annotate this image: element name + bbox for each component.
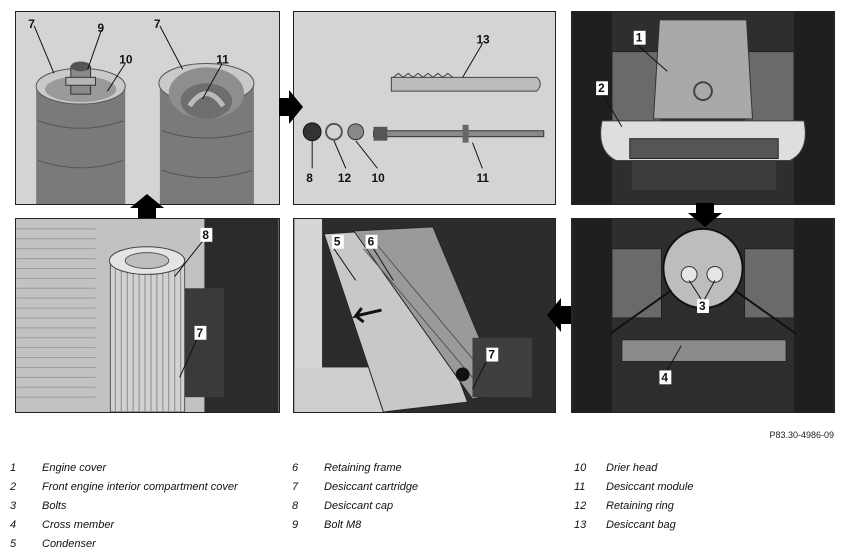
callout-7b: 7: [154, 17, 161, 31]
condenser-frame-illustration: 5 6 7: [294, 219, 555, 412]
cartridge-ends-illustration: 7 9 10 7 11: [16, 12, 279, 204]
panel-exploded-parts: 13 8 12 10 11: [293, 11, 556, 205]
callout-11: 11: [216, 52, 229, 66]
callout-5: 5: [334, 235, 341, 249]
panel-bolts-crossmember: 3 4: [571, 218, 835, 413]
callout-6: 6: [368, 235, 375, 249]
callout-3: 3: [699, 299, 706, 313]
arrow-up-icon: [130, 194, 164, 218]
callout-8: 8: [306, 171, 313, 185]
callout-10b: 10: [372, 171, 386, 185]
exploded-parts-illustration: 13 8 12 10 11: [294, 12, 555, 204]
bolts-crossmember-illustration: 3 4: [572, 219, 834, 412]
arrow-down-icon: [688, 203, 722, 227]
callout-2: 2: [598, 81, 605, 95]
callout-11b: 11: [476, 171, 489, 185]
callout-13: 13: [476, 33, 490, 47]
callout-9: 9: [98, 21, 105, 35]
panel-condenser-closeup: 8 7: [15, 218, 280, 413]
figure-reference: P83.30-4986-09: [769, 430, 834, 440]
callout-1: 1: [636, 31, 643, 45]
callout-7c: 7: [196, 326, 203, 340]
callout-7d: 7: [488, 348, 495, 362]
condenser-closeup-illustration: 8 7: [16, 219, 279, 412]
callout-4: 4: [661, 370, 668, 384]
panel-condenser-frame: 5 6 7: [293, 218, 556, 413]
callout-8b: 8: [202, 228, 209, 242]
callout-10: 10: [119, 52, 133, 66]
engine-covers-illustration: 1 2: [572, 12, 834, 204]
callout-12: 12: [338, 171, 352, 185]
callout-7a: 7: [28, 17, 35, 31]
panel-cartridge-ends: 7 9 10 7 11: [15, 11, 280, 205]
arrow-left-icon: [547, 298, 571, 332]
panel-engine-covers: 1 2: [571, 11, 835, 205]
arrow-right-icon: [279, 90, 303, 124]
